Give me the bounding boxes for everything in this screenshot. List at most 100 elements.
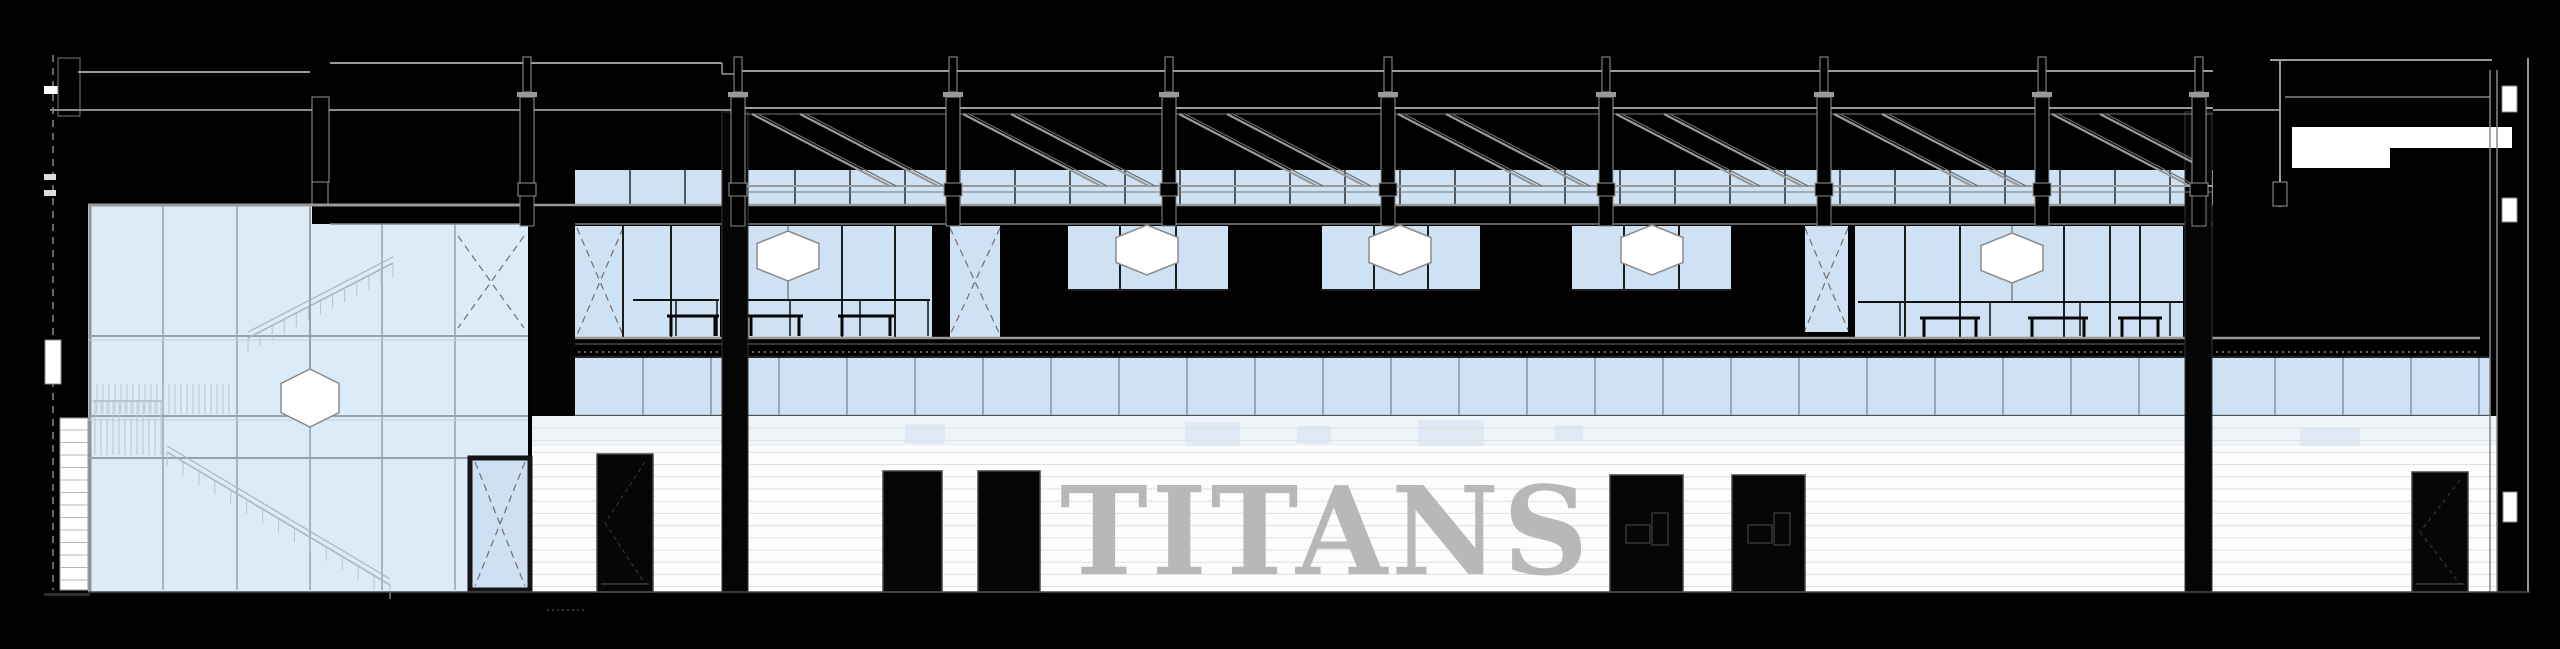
ghost-mark [1418, 420, 1484, 446]
roof-column [948, 56, 958, 93]
truss-diagonal [1881, 113, 2021, 187]
truss-diagonal [1887, 113, 2027, 187]
glazed-door-swing [949, 227, 1001, 336]
column-cap [2189, 92, 2209, 97]
column-base [2189, 182, 2209, 197]
column-cap [517, 92, 537, 97]
corner-trim [59, 417, 89, 591]
white-sign-panel [2292, 127, 2512, 168]
column-base [728, 182, 748, 197]
wall-fixture [2502, 491, 2518, 523]
grid-tick [44, 190, 56, 196]
pendant-light [1620, 224, 1684, 276]
pendant-light [1368, 224, 1432, 276]
parapet-end [57, 57, 81, 117]
column-cap [728, 92, 748, 97]
door-swing [2419, 531, 2461, 585]
column-base [1814, 182, 1834, 197]
truss-diagonal [2051, 113, 2191, 187]
truss-diagonal [1669, 113, 1809, 187]
roof-column [1164, 56, 1174, 93]
truss-diagonal [1445, 113, 1585, 187]
pendant-light [756, 230, 820, 282]
level-marker [44, 86, 58, 94]
ghost-mark [1185, 422, 1240, 446]
fountain-fixture [1625, 524, 1651, 544]
truss-diagonal [1226, 113, 1366, 187]
roof-column [2194, 56, 2204, 93]
grid-tick [44, 174, 56, 180]
fascia-band [312, 205, 528, 224]
wall-fixture [2501, 197, 2518, 223]
truss-diagonal [805, 113, 945, 187]
column-base [1159, 182, 1179, 197]
roof-column [2037, 56, 2047, 93]
truss-diagonal [1184, 113, 1324, 187]
truss-diagonal [1178, 113, 1318, 187]
truss-diagonal [1397, 113, 1537, 187]
ground-mark [44, 593, 90, 596]
ghost-mark [905, 424, 945, 444]
glazed-door-swing [576, 227, 624, 336]
roof-column [733, 56, 743, 93]
column-base [311, 181, 329, 205]
glazed-door-swing [474, 461, 526, 587]
roof-column [1598, 96, 1614, 184]
truss-diagonal [1232, 113, 1372, 187]
ribbon-window-band [575, 358, 2490, 415]
roof-column [945, 195, 961, 227]
column-base [943, 182, 963, 197]
roof-column [2191, 195, 2207, 227]
truss-diagonal [1403, 113, 1543, 187]
column-cap [943, 92, 963, 97]
roof-column [522, 56, 532, 93]
truss-diagonal [2105, 113, 2196, 161]
door [596, 453, 654, 593]
wall-pier [530, 207, 575, 416]
column-cap [1378, 92, 1398, 97]
column-cap [1159, 92, 1179, 97]
column-cap [2032, 92, 2052, 97]
level-marker [44, 339, 62, 385]
column-base [1378, 182, 1398, 197]
ghost-mark [1297, 426, 1331, 444]
wall-fixture [2501, 85, 2518, 113]
column-base [517, 182, 537, 197]
roof-column [730, 96, 746, 184]
ghost-mark [1555, 425, 1583, 441]
siding-tint-band [532, 416, 2497, 446]
door [2411, 471, 2469, 593]
truss-diagonal [968, 113, 1108, 187]
roof-column [519, 96, 535, 184]
truss-diagonal [1621, 113, 1761, 187]
truss-diagonal [1451, 113, 1591, 187]
truss-diagonal [1663, 113, 1803, 187]
fountain-fixture [1651, 512, 1669, 546]
roof-column [1598, 195, 1614, 227]
truss-diagonal [751, 113, 891, 187]
fountain-fixture [1747, 524, 1773, 544]
column-cap [1596, 92, 1616, 97]
roof-column [2191, 96, 2207, 184]
door [977, 470, 1041, 593]
roof-column [945, 96, 961, 184]
service-opening [1731, 474, 1806, 593]
column-base [2032, 182, 2052, 197]
glazed-door-swing [457, 235, 525, 329]
roof-column [1161, 96, 1177, 184]
mezzanine-pier [932, 226, 948, 337]
pendant-light [1115, 224, 1179, 276]
pendant-light [280, 368, 340, 428]
roof-column [1816, 195, 1832, 227]
fountain-fixture [1773, 512, 1791, 546]
end-post-base [2272, 181, 2288, 207]
truss-diagonal [2099, 113, 2194, 164]
door-swing [2419, 479, 2461, 533]
pendant-light [1980, 232, 2044, 284]
glazed-door-swing [1804, 227, 1849, 331]
roof-column [519, 195, 535, 227]
roof-column [730, 195, 746, 227]
truss-diagonal [2057, 113, 2196, 187]
